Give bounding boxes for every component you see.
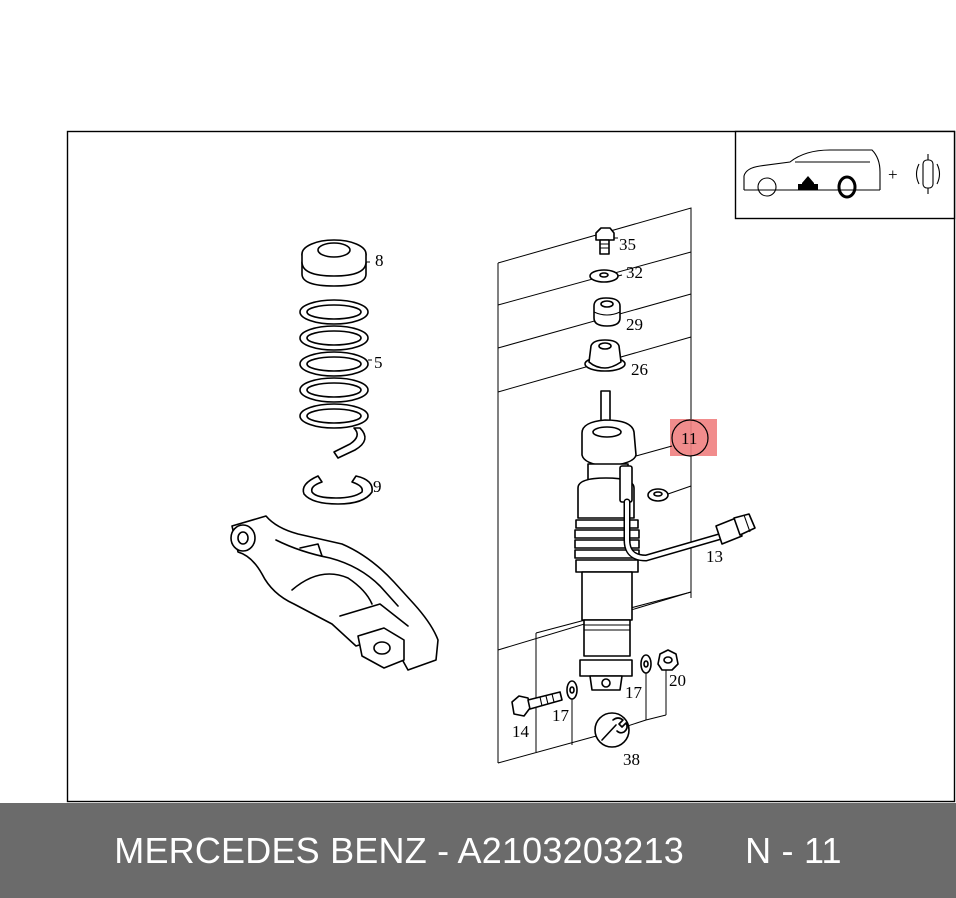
part-29-bush bbox=[593, 297, 621, 327]
part-8-spring-seat bbox=[301, 239, 370, 287]
label-part-20: 20 bbox=[669, 671, 686, 690]
label-part-9: 9 bbox=[373, 477, 382, 496]
part-13-line bbox=[623, 498, 756, 562]
part-35-bolt bbox=[595, 227, 618, 255]
label-part-35: 35 bbox=[619, 235, 636, 254]
part-11-washer bbox=[647, 485, 692, 502]
part-26-mount bbox=[584, 339, 626, 372]
footer-bar: MERCEDES BENZ - A2103203213 N - 11 bbox=[0, 803, 956, 898]
part-9-spring-pad bbox=[302, 475, 373, 505]
part-11-callout bbox=[671, 419, 709, 457]
label-part-17-right: 17 bbox=[625, 683, 643, 702]
part-14-bolt bbox=[511, 691, 563, 717]
wrench-icon bbox=[594, 712, 630, 748]
part-17-washer-left bbox=[566, 680, 578, 700]
part-11-shock-absorber bbox=[574, 390, 640, 691]
part-17-washer-right bbox=[640, 654, 652, 674]
part-number-caption: MERCEDES BENZ - A2103203213 N - 11 bbox=[114, 829, 842, 871]
vehicle-legend: + bbox=[734, 130, 956, 220]
label-part-26: 26 bbox=[631, 360, 648, 379]
label-part-8: 8 bbox=[375, 251, 384, 270]
label-part-13: 13 bbox=[706, 547, 723, 566]
label-part-38: 38 bbox=[623, 750, 640, 769]
wheel-icon bbox=[837, 175, 857, 199]
label-part-29: 29 bbox=[626, 315, 643, 334]
diagram-frame bbox=[66, 130, 956, 803]
part-5-coil-spring bbox=[299, 299, 372, 459]
label-part-32: 32 bbox=[626, 263, 643, 282]
part-32-washer bbox=[589, 269, 623, 283]
label-part-5: 5 bbox=[374, 353, 383, 372]
label-part-14: 14 bbox=[512, 722, 530, 741]
control-arm bbox=[230, 515, 439, 671]
label-part-11: 11 bbox=[681, 429, 697, 448]
arrow-up-icon bbox=[798, 176, 818, 190]
legend-frame bbox=[734, 130, 956, 220]
label-part-17-left: 17 bbox=[552, 706, 570, 725]
parts-diagram: + bbox=[66, 130, 956, 803]
legend-plus: + bbox=[888, 165, 898, 184]
part-20-nut bbox=[657, 649, 679, 671]
car-silhouette-icon bbox=[743, 149, 881, 197]
shock-absorber-icon bbox=[915, 154, 941, 194]
shock-assembly-frame bbox=[497, 207, 692, 764]
